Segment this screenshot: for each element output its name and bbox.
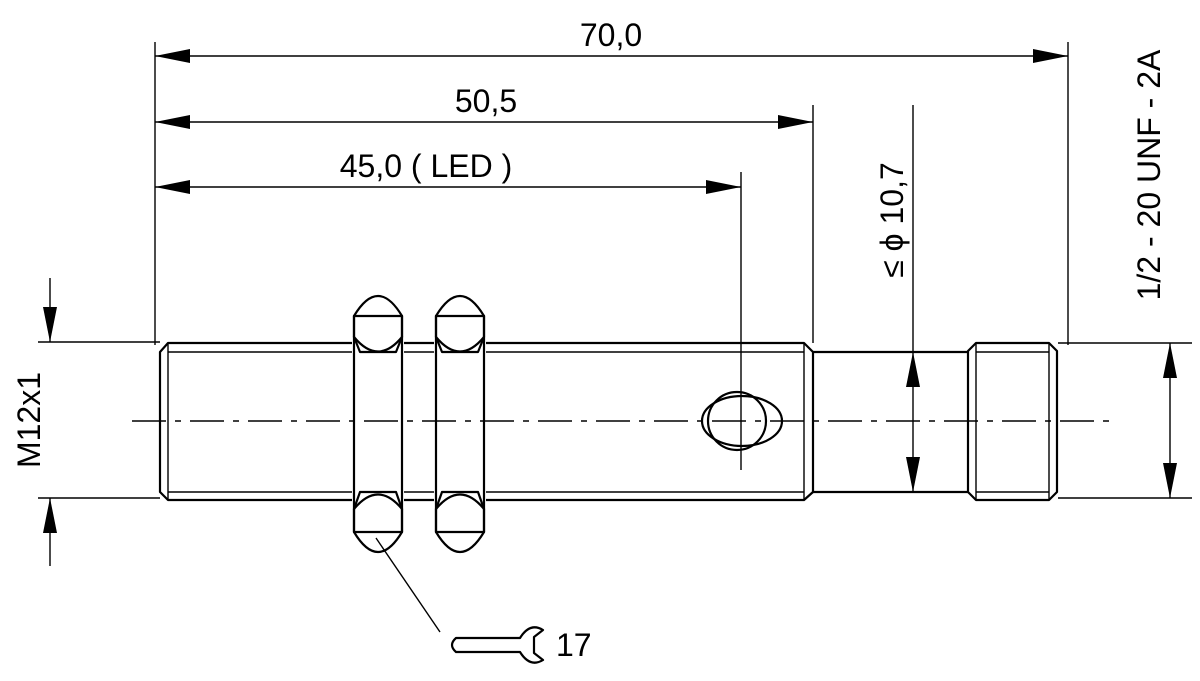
dimension-led-position: 45,0 ( LED ) — [155, 148, 741, 194]
dimension-label-45-led: 45,0 ( LED ) — [340, 148, 513, 184]
sensor-neck — [811, 350, 970, 494]
dimension-diameter: ≤ ϕ 10,7 — [874, 105, 920, 492]
dimension-label-m12x1: M12x1 — [11, 372, 47, 468]
wrench-icon — [450, 626, 545, 664]
dimension-label-diameter: ≤ ϕ 10,7 — [874, 162, 910, 278]
extension-lines — [38, 42, 1192, 499]
dimension-thread-m12: M12x1 — [11, 278, 57, 566]
dimension-body-length: 50,5 — [155, 83, 813, 129]
dimension-label-50-5: 50,5 — [455, 83, 517, 119]
dimension-overall-length: 70,0 — [155, 17, 1068, 63]
wrench-size-label: 17 — [556, 627, 592, 663]
wrench-callout: 17 — [375, 537, 592, 664]
dimension-thread-unf: 1/2 - 20 UNF - 2A — [1131, 49, 1177, 498]
dimension-label-unf: 1/2 - 20 UNF - 2A — [1131, 49, 1167, 300]
dimension-label-70: 70,0 — [580, 17, 642, 53]
